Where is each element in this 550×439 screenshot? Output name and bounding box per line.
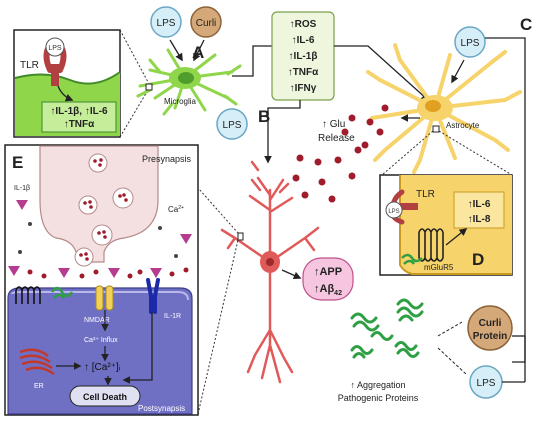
nmdar-label: NMDAR — [84, 317, 110, 324]
ca-conc-label: ↑ [Ca²⁺]ᵢ — [84, 362, 121, 373]
postsynapse-terminal — [7, 287, 193, 415]
curli-badge-top: Curli — [190, 6, 222, 38]
il1b-molecules — [8, 200, 192, 278]
panel-c-letter: C — [520, 15, 532, 34]
gpcr-receptor-icon — [15, 286, 41, 304]
panel-d-letter: D — [472, 250, 484, 269]
synaptic-vesicles — [74, 153, 134, 267]
cytokine-box: ↑ROS ↑IL-6 ↑IL-1β ↑TNFα ↑IFNγ — [271, 11, 335, 101]
synapse-panel: E Presynapsis IL-1β Ca2+ — [4, 144, 199, 416]
released-glutamate — [18, 222, 189, 279]
microglia-label: Microglia — [164, 97, 197, 106]
glutamate-molecules — [292, 104, 389, 203]
protein-aggregates-icon — [350, 298, 424, 359]
glu-line2: Release — [318, 133, 355, 144]
abeta-prefix: Aβ — [320, 283, 335, 295]
astrocyte-tlr-inset: TLR LPS ↑IL-6 ↑IL-8 mGluR5 D — [379, 174, 513, 276]
mglur5-receptor-icon — [418, 228, 444, 262]
abeta-sub: 42 — [334, 290, 342, 297]
microglia-tlr-inset: TLR LPS ↑IL-1β, ↑IL-6 ↑TNFα — [13, 29, 121, 138]
inset-line2: ↑TNFα — [64, 119, 95, 130]
cytokine-4: ↑TNFα — [288, 67, 319, 78]
mglur5-label: mGluR5 — [424, 263, 454, 272]
ca-sup: 2+ — [178, 205, 184, 211]
neuron-cell-icon — [220, 160, 320, 384]
app-abeta-box: ↑APP ↑Aβ42 — [302, 257, 354, 301]
lps-badge-bottom: LPS — [469, 365, 503, 399]
svg-text:LPS: LPS — [388, 209, 399, 215]
lps-molecule-icon — [45, 37, 65, 57]
lps-badge-b: LPS — [216, 108, 248, 140]
il1b-label: IL-1β — [14, 185, 30, 192]
protein-aggregate-small-icon — [50, 286, 74, 299]
astro-lps-molecule-icon — [385, 201, 403, 219]
microglia-cytokine-box — [41, 101, 117, 133]
cell-death-label: Cell Death — [83, 392, 127, 402]
astrocyte-cell-icon — [366, 43, 522, 174]
svg-text:LPS: LPS — [461, 38, 480, 49]
glu-on-receptor-icon — [401, 253, 423, 265]
cytokine-3: ↑IL-1β — [289, 51, 318, 62]
er-organelle-icon — [19, 348, 55, 376]
postsynapsis-label: Postsynapsis — [138, 404, 185, 413]
svg-text:Curli: Curli — [196, 18, 217, 29]
tlr-label: TLR — [20, 60, 39, 71]
inset-line1: ↑IL-1β, ↑IL-6 — [50, 106, 108, 117]
microglia-cell-icon — [136, 48, 242, 116]
panel-a-letter: A — [192, 43, 204, 62]
aggregation-line1: ↑ Aggregation — [350, 380, 405, 390]
astro-out-line2: ↑IL-8 — [468, 214, 491, 225]
cytokine-1: ↑ROS — [290, 19, 317, 30]
nmdar-channel-icon — [95, 285, 114, 311]
panel-e-letter: E — [12, 153, 23, 172]
svg-text:LPS: LPS — [223, 120, 242, 131]
cytokine-5: ↑IFNγ — [290, 83, 317, 94]
cytokine-2: ↑IL-6 — [292, 35, 315, 46]
lps-badge-c: LPS — [454, 26, 486, 58]
ca-label: Ca — [168, 205, 179, 214]
svg-text:↑Aβ42: ↑Aβ42 — [314, 283, 342, 297]
svg-text:Curli: Curli — [479, 318, 502, 329]
glu-line1: ↑ Glu — [322, 119, 345, 130]
lps-badge-top: LPS — [150, 6, 182, 38]
presynapsis-label: Presynapsis — [142, 154, 192, 164]
er-label: ER — [34, 383, 44, 390]
curli-protein-badge: Curli Protein — [467, 305, 513, 351]
astro-out-line1: ↑IL-6 — [468, 199, 491, 210]
panel-b-letter: B — [258, 107, 270, 126]
cell-death-box — [69, 385, 141, 407]
svg-text:Protein: Protein — [473, 331, 507, 342]
aggregation-line2: Pathogenic Proteins — [338, 393, 419, 403]
presynapse-terminal — [39, 145, 159, 263]
svg-text:Ca2+: Ca2+ — [168, 205, 184, 214]
astro-tlr-label: TLR — [416, 189, 435, 200]
abeta-arrow: ↑ — [314, 283, 320, 295]
il1r-label: IL-1R — [164, 313, 181, 320]
inset-lps-label: LPS — [48, 45, 62, 52]
app-line1: ↑APP — [314, 266, 342, 278]
svg-text:LPS: LPS — [157, 18, 176, 29]
astrocyte-label: Astrocyte — [446, 121, 480, 130]
ca-influx-label: Ca²⁺ Influx — [84, 337, 118, 344]
astro-cytokine-box — [453, 191, 505, 229]
svg-text:LPS: LPS — [477, 378, 496, 389]
il1r-receptor-icon — [146, 278, 160, 314]
